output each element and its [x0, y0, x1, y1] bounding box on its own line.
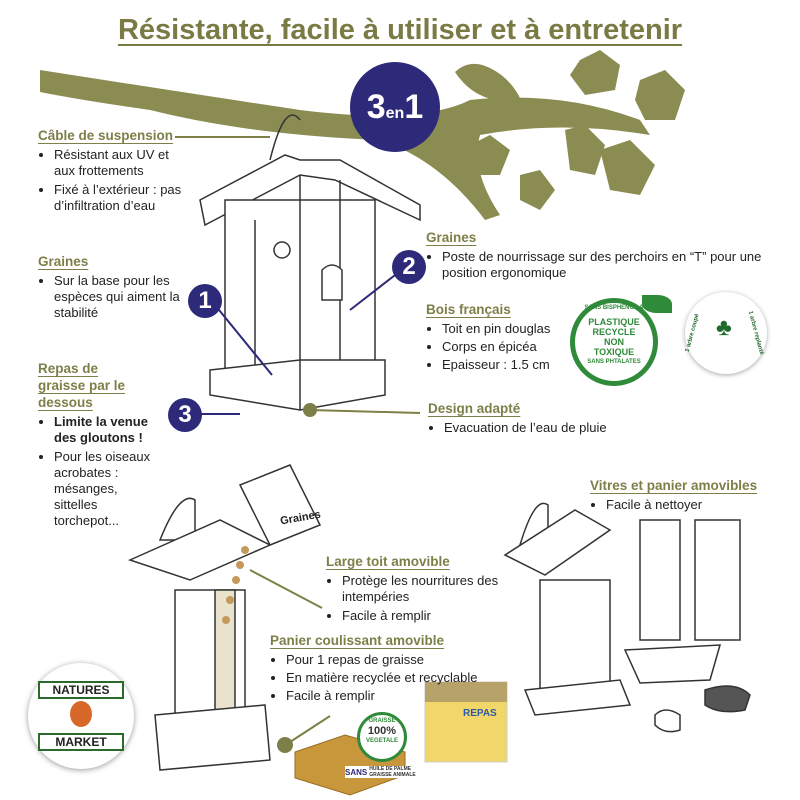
tree-replant-seal: 1 arbre coupé 1 arbre replanté ♣: [685, 292, 767, 374]
tree-icon: ♣: [716, 314, 732, 341]
feeder-open-roof: [127, 464, 322, 771]
section-repas: Repas de graisse par le dessous Limite l…: [38, 360, 164, 532]
bullet: Protège les nourritures des intempéries: [342, 573, 501, 605]
bullet: Facile à remplir: [342, 608, 501, 624]
leaf-icon: [642, 295, 672, 313]
section-bois: Bois français Toit en pin douglasCorps e…: [426, 301, 564, 375]
feeder-main: [199, 154, 421, 411]
section-toit: Large toit amovible Protège les nourritu…: [326, 553, 501, 627]
section-heading: Graines: [426, 230, 477, 245]
section-panier: Panier coulissant amovible Pour 1 repas …: [270, 632, 520, 706]
bullet: Résistant aux UV et aux frottements: [54, 147, 188, 179]
bullet: Pour les oiseaux acrobates : mésanges, s…: [54, 449, 164, 529]
bullet: Poste de nourrissage sur des perchoirs e…: [442, 249, 776, 281]
section-heading: Vitres et panier amovibles: [590, 478, 758, 493]
branch: [40, 70, 650, 220]
bullet: En matière recyclée et recyclable: [286, 670, 520, 685]
section-cable: Câble de suspension Résistant aux UV et …: [38, 127, 188, 217]
page-title: Résistante, facile à utiliser et à entre…: [117, 14, 683, 46]
bullet: Toit en pin douglas: [442, 321, 564, 336]
seeds-falling: [222, 546, 249, 624]
marker-2: 2: [392, 250, 426, 284]
bullet: Sur la base pour les espèces qui aiment …: [54, 273, 180, 321]
marker-1: 1: [188, 284, 222, 318]
bullet: Corps en épicéa: [442, 339, 564, 354]
bullet: Fixé à l’extérieur : pas d’infiltration …: [54, 182, 188, 214]
section-graines-left: Graines Sur la base pour les espèces qui…: [38, 253, 180, 324]
section-design: Design adapté Evacuation de l’eau de plu…: [428, 400, 678, 439]
marker-3: 3: [168, 398, 202, 432]
section-heading: Graines: [38, 254, 89, 269]
brand-logo: NATURES MARKET: [28, 663, 134, 769]
leaves: [470, 50, 685, 210]
robin-icon: [70, 701, 92, 727]
feeder-disassembled: [503, 502, 751, 733]
section-heading: Câble de suspension: [38, 128, 174, 143]
product-box-label: REPAS: [463, 708, 497, 719]
section-heading: Repas de graisse par le dessous: [38, 361, 126, 410]
bullet: Facile à nettoyer: [606, 497, 790, 513]
bird-silhouette: [455, 63, 520, 100]
bullet: Evacuation de l’eau de pluie: [444, 420, 678, 436]
section-heading: Design adapté: [428, 401, 521, 416]
section-graines-right: Graines Poste de nourrissage sur des per…: [426, 229, 776, 284]
section-heading: Bois français: [426, 302, 511, 317]
bullet: Limite la venue des gloutons !: [54, 414, 164, 446]
bullet: Epaisseur : 1.5 cm: [442, 357, 564, 372]
bullet: Pour 1 repas de graisse: [286, 652, 520, 667]
three-in-one-badge: 3en1: [350, 62, 440, 152]
section-heading: Large toit amovible: [326, 554, 450, 569]
section-heading: Panier coulissant amovible: [270, 633, 445, 648]
section-vitres: Vitres et panier amovibles Facile à nett…: [590, 477, 790, 516]
bullet: Facile à remplir: [286, 688, 520, 703]
vegetable-fat-seal: GRAISSE 100% VEGETALE: [357, 712, 407, 762]
